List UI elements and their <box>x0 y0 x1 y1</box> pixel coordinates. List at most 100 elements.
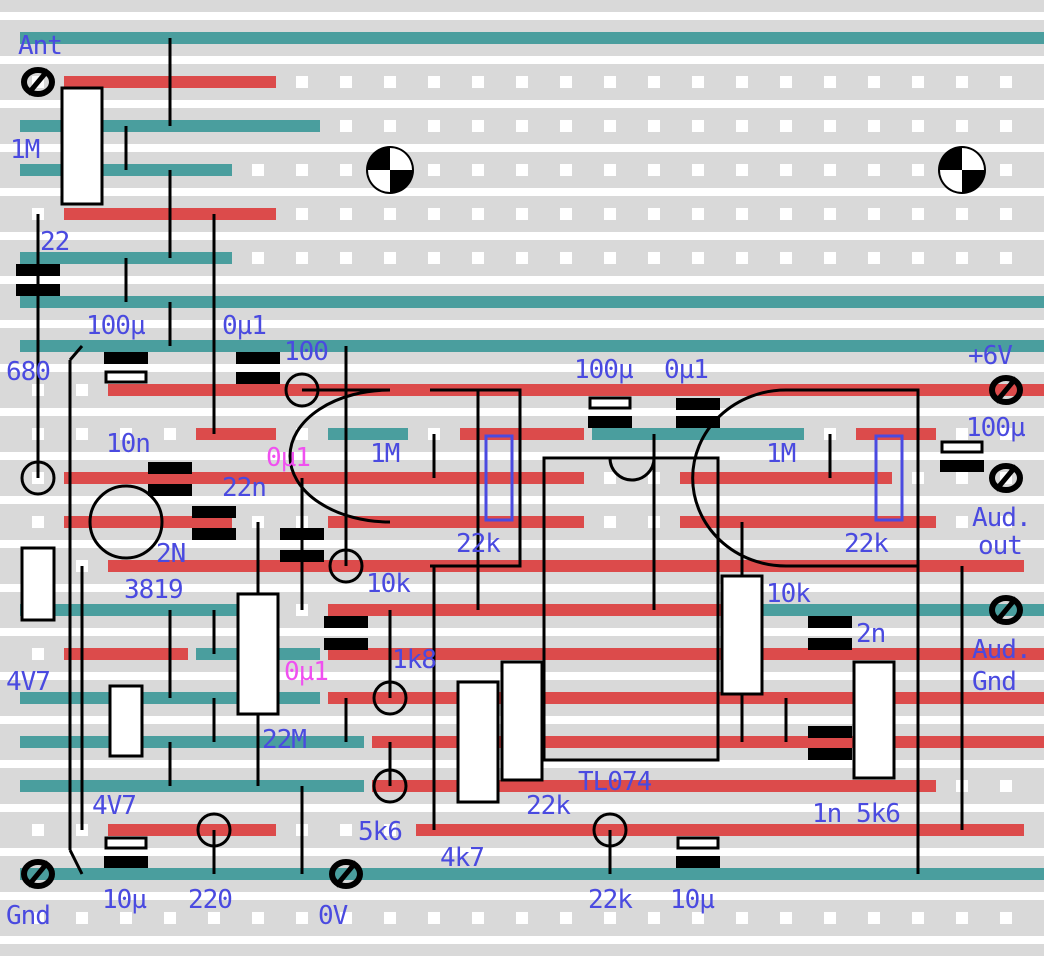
hole <box>736 120 748 132</box>
hole <box>296 76 308 88</box>
strip <box>0 944 1044 956</box>
terminal-slash <box>994 464 1018 492</box>
hole <box>692 912 704 924</box>
hole <box>604 516 616 528</box>
hole <box>1000 208 1012 220</box>
hole <box>604 472 616 484</box>
hole <box>1000 516 1012 528</box>
capacitor-22n <box>192 506 236 540</box>
hole <box>868 912 880 924</box>
hole <box>912 164 924 176</box>
component-label: 22 <box>40 227 69 257</box>
signal-track <box>64 516 232 528</box>
hole <box>296 252 308 264</box>
hole <box>340 120 352 132</box>
component-label: Gnd <box>972 667 1016 697</box>
hole <box>120 428 132 440</box>
hole <box>516 76 528 88</box>
resistor-zener-4v7 <box>20 546 56 622</box>
capacitors-layer <box>16 264 984 868</box>
ground-track <box>20 604 276 616</box>
hole <box>912 252 924 264</box>
terminal-slash <box>26 860 50 888</box>
hole <box>32 912 44 924</box>
ground-track <box>20 736 364 748</box>
hole <box>32 516 44 528</box>
component-label: Gnd <box>6 901 50 931</box>
hole <box>252 912 264 924</box>
tl074-chip <box>542 456 720 762</box>
hole <box>208 912 220 924</box>
component-label: 10k <box>766 579 811 609</box>
hole <box>1000 252 1012 264</box>
terminal-ring <box>989 463 1023 493</box>
hole <box>428 912 440 924</box>
component-label: 1M <box>370 439 400 469</box>
hole <box>780 120 792 132</box>
hole <box>516 120 528 132</box>
signal-track <box>196 428 276 440</box>
hole <box>780 252 792 264</box>
hole <box>780 208 792 220</box>
signal-track <box>328 516 584 528</box>
ground-track <box>328 428 408 440</box>
terminal-ring <box>989 595 1023 625</box>
resistor-10k <box>720 574 764 696</box>
hole <box>340 76 352 88</box>
hole <box>604 912 616 924</box>
hole <box>604 76 616 88</box>
signal-track <box>680 516 936 528</box>
hole <box>956 472 968 484</box>
terminal-zero-volt-icon <box>329 859 363 889</box>
hole <box>472 76 484 88</box>
hole <box>472 912 484 924</box>
hole <box>692 120 704 132</box>
component-label: 2N <box>156 539 185 569</box>
wire-link <box>68 345 84 361</box>
resistor-4k7 <box>456 680 500 804</box>
strip <box>0 0 1044 12</box>
component-label: 680 <box>6 357 50 387</box>
signal-track <box>328 648 1044 660</box>
component-label: 22k <box>526 791 571 821</box>
hole <box>956 912 968 924</box>
component-label: 3819 <box>124 575 183 605</box>
terminal-ring <box>21 859 55 889</box>
hole <box>604 164 616 176</box>
hole <box>604 208 616 220</box>
hole <box>692 208 704 220</box>
component-label: 1M <box>10 135 40 165</box>
ground-track <box>592 428 804 440</box>
hole <box>604 120 616 132</box>
mounting-hole-icon <box>366 146 414 194</box>
capacitor-0u1 <box>236 352 280 384</box>
capacitor-100u-c <box>940 440 984 472</box>
component-label: out <box>978 531 1022 561</box>
hole <box>164 912 176 924</box>
hole <box>296 208 308 220</box>
hole <box>780 76 792 88</box>
hole <box>516 912 528 924</box>
hole <box>736 164 748 176</box>
component-label: 100µ <box>86 311 145 341</box>
hole <box>76 428 88 440</box>
hole <box>296 164 308 176</box>
hole <box>340 824 352 836</box>
hole <box>340 252 352 264</box>
hole <box>604 252 616 264</box>
hole <box>912 120 924 132</box>
hole <box>956 76 968 88</box>
hole <box>824 76 836 88</box>
hole <box>428 76 440 88</box>
hole <box>76 912 88 924</box>
hole <box>252 252 264 264</box>
resistor-22k-a <box>484 434 514 522</box>
resistor-5k6 <box>852 660 896 780</box>
capacitor-10n <box>148 462 192 496</box>
hole <box>648 912 660 924</box>
hole <box>76 384 88 396</box>
hole <box>956 252 968 264</box>
wire-link <box>68 849 84 875</box>
component-label: 1n <box>812 799 841 829</box>
